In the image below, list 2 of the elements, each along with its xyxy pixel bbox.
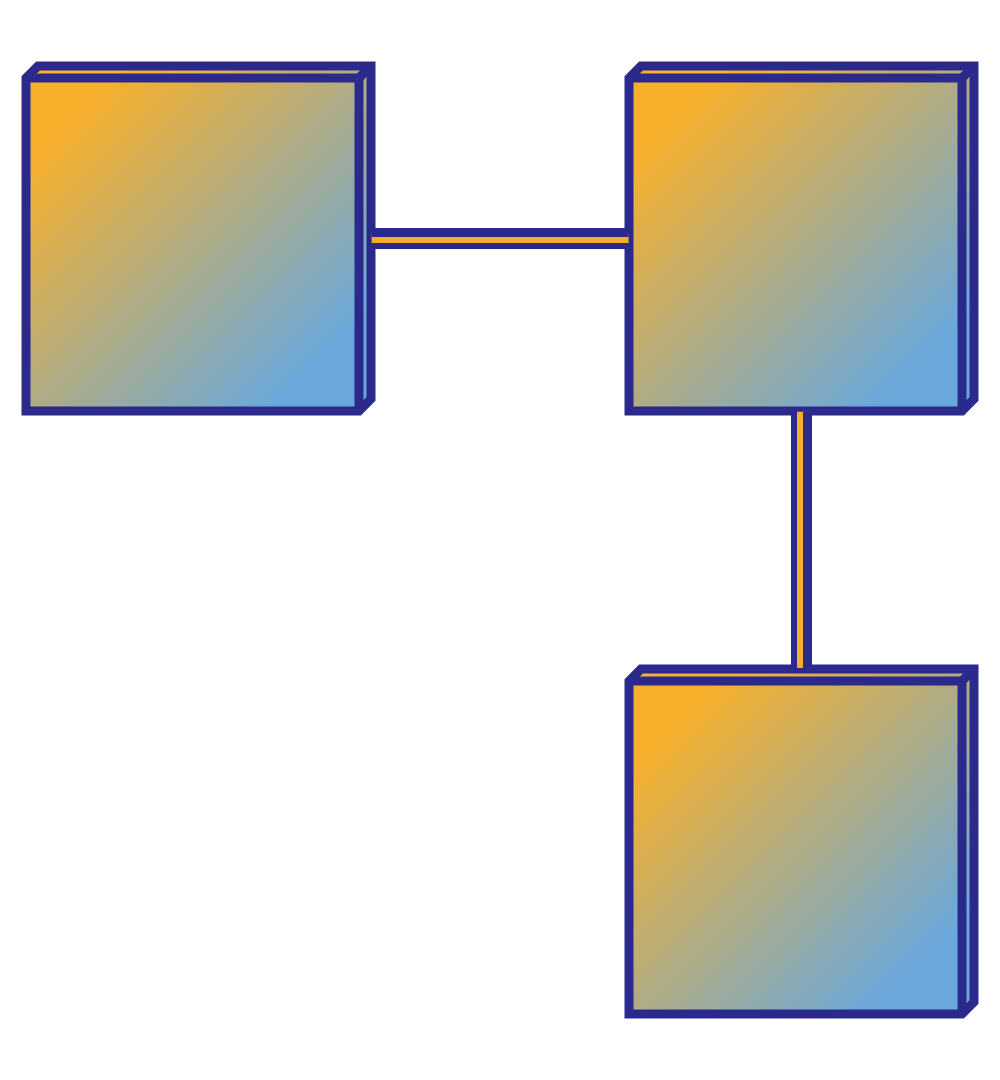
connector [791, 411, 812, 668]
connector [371, 228, 629, 249]
